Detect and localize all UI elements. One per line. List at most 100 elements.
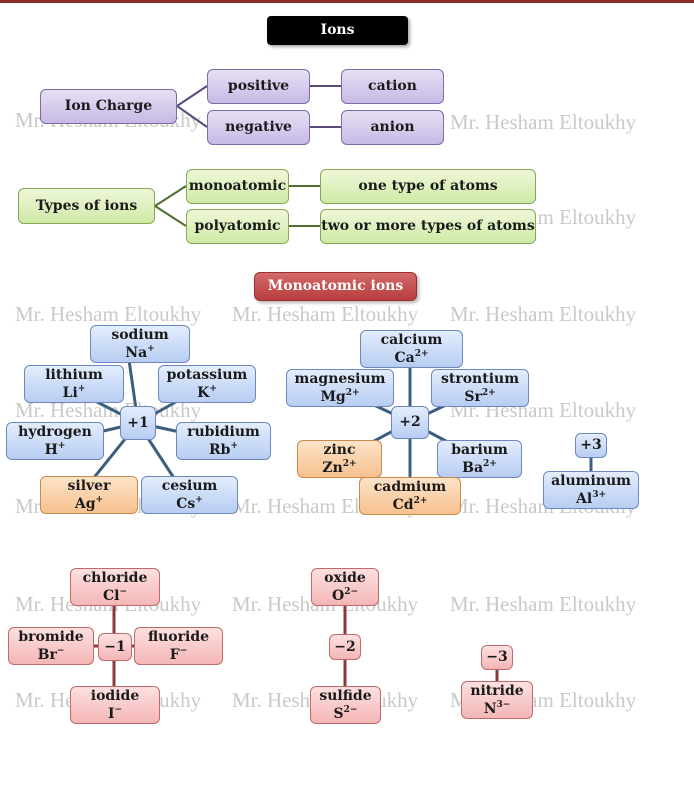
charge-plus3-hub: +3	[575, 433, 607, 458]
ion-charge: +	[147, 343, 155, 354]
ion-charge: +	[57, 440, 66, 451]
ion-name: silver	[67, 478, 111, 495]
ion-name: bromide	[18, 629, 84, 646]
charge-minus2-hub: −2	[329, 634, 361, 660]
ion-charge: +	[95, 494, 104, 505]
ion-name: sulfide	[319, 688, 372, 705]
ion-symbol: I	[107, 705, 115, 722]
ion-charge-box: Ion Charge	[40, 89, 177, 124]
positive-box: positive	[207, 69, 310, 104]
ion-charge: +	[77, 383, 86, 394]
watermark: Mr. Hesham Eltoukhy	[450, 110, 637, 134]
ion-symbol: Br	[37, 646, 57, 663]
ion-charge: 2+	[414, 348, 429, 359]
ion-name: sodium	[111, 327, 169, 344]
ion-name: magnesium	[294, 371, 386, 388]
ion-symbol: Cd	[392, 496, 414, 513]
types-of-ions-box: Types of ions	[18, 188, 155, 224]
monoatomic-description: one type of atoms	[320, 169, 536, 204]
ion-symbol: Al	[576, 490, 593, 507]
charge-plus1-hub: +1	[120, 406, 156, 440]
polyatomic-box: polyatomic	[186, 209, 289, 244]
ion-symbol: Mg	[320, 388, 346, 405]
ion-symbol: K	[197, 384, 210, 401]
ion-symbol: Ag	[74, 495, 96, 512]
ion-charge: +	[230, 440, 238, 451]
negative-box: negative	[207, 110, 310, 145]
ion-symbol: Li	[62, 384, 78, 401]
ion-name: barium	[451, 442, 508, 459]
page-title: Ions	[267, 16, 408, 45]
ion-name: lithium	[45, 367, 103, 384]
ion-symbol: Ba	[462, 459, 484, 476]
top-border-line	[0, 0, 694, 3]
ion-name: fluoride	[147, 629, 210, 646]
polyatomic-description: two or more types of atoms	[320, 209, 536, 244]
ion-name: cadmium	[373, 479, 447, 496]
ion-symbol: Zn	[322, 459, 343, 476]
ion-charge: −	[56, 645, 65, 656]
anion-box: anion	[341, 110, 444, 145]
watermark: Mr. Hesham Eltoukhy	[450, 592, 637, 616]
ion-symbol: Ca	[394, 349, 415, 366]
ion-symbol: Cl	[102, 587, 120, 604]
charge-minus1-hub: −1	[98, 633, 132, 661]
ion-symbol: Sr	[464, 388, 482, 405]
charge-plus2-hub: +2	[391, 406, 429, 439]
ion-symbol: H	[44, 441, 58, 458]
ion-symbol: O	[331, 587, 345, 604]
watermark: Mr. Hesham Eltoukhy	[232, 302, 419, 326]
watermark: Mr. Hesham Eltoukhy	[450, 302, 637, 326]
ion-symbol: Cs	[176, 495, 196, 512]
cation-box: cation	[341, 69, 444, 104]
ion-charge: 3−	[496, 699, 511, 710]
ion-name: oxide	[324, 570, 366, 587]
ion-symbol: F	[169, 646, 180, 663]
ion-name: calcium	[380, 332, 443, 349]
ion-charge: 2−	[343, 704, 358, 715]
ion-name: potassium	[166, 367, 248, 384]
ion-charge: 2+	[481, 387, 496, 398]
ion-name: chloride	[82, 570, 148, 587]
ion-name: rubidium	[187, 424, 260, 441]
ion-charge: 2+	[345, 387, 360, 398]
ion-charge: −	[114, 704, 123, 715]
ion-charge: −	[119, 586, 127, 597]
charge-minus3-hub: −3	[481, 645, 513, 670]
ion-name: zinc	[323, 442, 356, 459]
ion-name: hydrogen	[18, 424, 92, 441]
ion-charge: +	[195, 494, 203, 505]
ion-charge: +	[209, 383, 217, 394]
ion-charge: 2+	[483, 458, 497, 469]
watermark: Mr. Hesham Eltoukhy	[15, 302, 202, 326]
ion-symbol: Rb	[209, 441, 231, 458]
ion-charge: 2−	[344, 586, 358, 597]
ion-name: iodide	[90, 688, 140, 705]
ion-symbol: S	[333, 705, 344, 722]
ion-charge: 3+	[592, 489, 606, 500]
ion-name: strontium	[440, 371, 520, 388]
ion-charge: 2+	[413, 495, 428, 506]
ion-charge: −	[179, 645, 188, 656]
ion-name: nitride	[470, 683, 524, 700]
